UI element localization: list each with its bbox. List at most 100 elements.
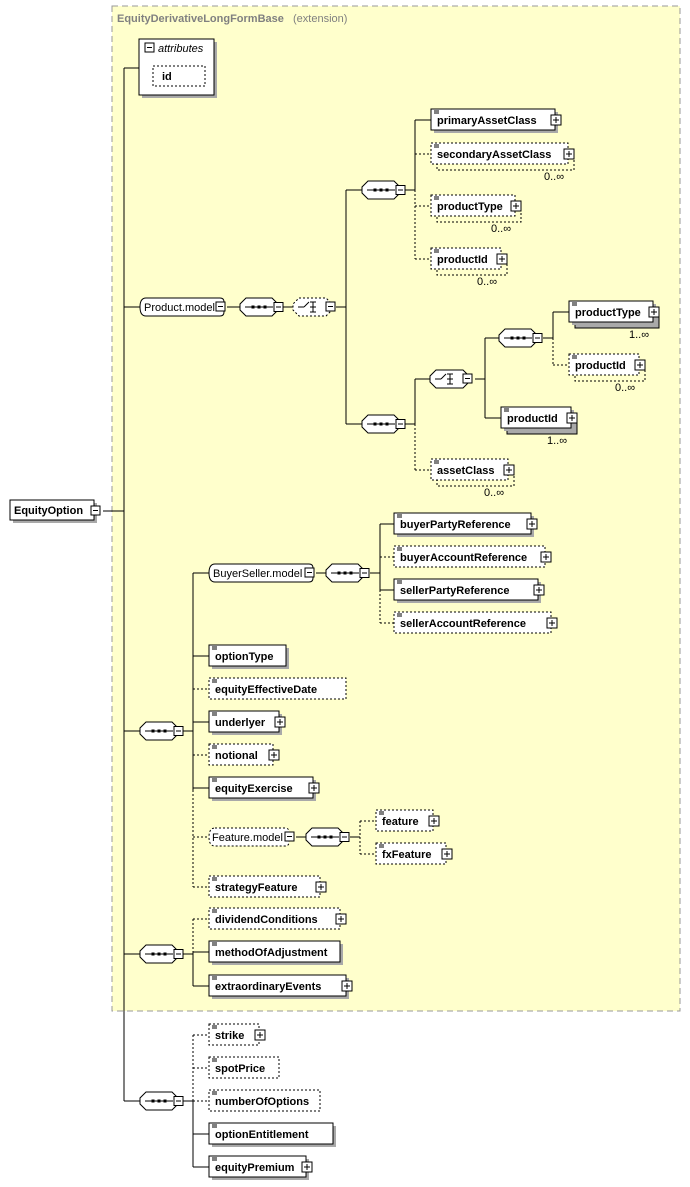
collapse-sequence-icon[interactable] xyxy=(339,832,350,842)
collapse-sequence-icon[interactable] xyxy=(532,333,543,343)
expand-icon[interactable] xyxy=(301,1161,313,1173)
collapse-choice-icon[interactable] xyxy=(325,301,336,312)
element-label: numberOfOptions xyxy=(215,1096,309,1108)
collapse-sequence-icon[interactable] xyxy=(173,726,184,736)
expand-icon[interactable] xyxy=(566,412,578,424)
element-label: methodOfAdjustment xyxy=(215,947,328,959)
expand-icon[interactable] xyxy=(428,815,440,827)
collapse-sequence-icon[interactable] xyxy=(173,1096,184,1106)
element-equity-effective-date[interactable]: equityEffectiveDate xyxy=(208,677,347,700)
attribute-id-box[interactable] xyxy=(152,65,206,87)
expand-icon[interactable] xyxy=(533,584,545,596)
element-strike[interactable]: strike xyxy=(208,1023,266,1046)
expand-icon[interactable] xyxy=(550,114,562,126)
expand-icon[interactable] xyxy=(315,881,327,893)
element-label: sellerPartyReference xyxy=(400,585,509,597)
attribute-id-label: id xyxy=(162,71,172,83)
collapse-choice-inner-icon[interactable] xyxy=(462,373,473,384)
cardinality-label: 1..∞ xyxy=(629,329,649,341)
collapse-feature-model-icon[interactable] xyxy=(284,831,295,842)
sequence-pricing[interactable] xyxy=(139,1091,184,1111)
expand-icon[interactable] xyxy=(496,253,508,265)
element-equity-premium[interactable]: equityPremium xyxy=(208,1155,313,1180)
element-underlyer[interactable]: underlyer xyxy=(208,710,286,735)
element-equity-exercise[interactable]: equityExercise xyxy=(208,776,320,801)
element-label: strategyFeature xyxy=(215,882,298,894)
choice-compositor-inner[interactable] xyxy=(429,369,473,389)
root-element-equity-option[interactable]: EquityOption xyxy=(9,499,101,523)
cardinality-label: 0..∞ xyxy=(615,382,635,394)
collapse-sequence-icon[interactable] xyxy=(395,185,406,195)
expand-icon[interactable] xyxy=(441,848,453,860)
cardinality-label: 0..∞ xyxy=(477,276,497,288)
expand-icon[interactable] xyxy=(254,1029,266,1041)
group-ref-feature-model[interactable]: Feature.model xyxy=(208,827,295,847)
expand-icon[interactable] xyxy=(274,716,286,728)
expand-icon[interactable] xyxy=(510,200,522,212)
expand-icon[interactable] xyxy=(563,148,575,160)
element-label: primaryAssetClass xyxy=(437,115,537,127)
expand-icon[interactable] xyxy=(546,617,558,629)
choice-compositor[interactable] xyxy=(292,297,336,317)
element-strategy-feature[interactable]: strategyFeature xyxy=(208,875,327,898)
element-option-type[interactable]: optionType xyxy=(208,644,289,669)
collapse-buyer-seller-icon[interactable] xyxy=(304,567,315,578)
collapse-sequence-icon[interactable] xyxy=(273,302,284,312)
collapse-root-icon[interactable] xyxy=(90,505,101,516)
element-spot-price[interactable]: spotPrice xyxy=(208,1056,280,1079)
element-number-of-options[interactable]: numberOfOptions xyxy=(208,1089,321,1112)
element-method-of-adjustment[interactable]: methodOfAdjustment xyxy=(208,940,343,965)
attributes-label: attributes xyxy=(158,43,204,55)
expand-icon[interactable] xyxy=(648,306,660,318)
group-ref-product-model[interactable]: Product.model xyxy=(139,297,226,317)
element-primary-asset-class[interactable]: primaryAssetClass xyxy=(430,108,562,133)
sequence-feature-model[interactable] xyxy=(305,827,350,847)
element-label: equityExercise xyxy=(215,783,293,795)
sequence-product-seq2[interactable] xyxy=(361,414,406,434)
collapse-sequence-icon[interactable] xyxy=(359,568,370,578)
collapse-product-model-icon[interactable] xyxy=(215,301,226,312)
sequence-product-seq1[interactable] xyxy=(361,180,406,200)
element-option-entitlement[interactable]: optionEntitlement xyxy=(208,1122,336,1147)
collapse-sequence-icon[interactable] xyxy=(173,949,184,959)
element-fx-feature[interactable]: fxFeature xyxy=(375,842,453,865)
element-notional[interactable]: notional xyxy=(208,743,280,766)
element-buyer-party-reference[interactable]: buyerPartyReference xyxy=(393,512,538,537)
element-label: equityPremium xyxy=(215,1162,295,1174)
element-label: secondaryAssetClass xyxy=(437,149,551,161)
expand-icon[interactable] xyxy=(503,464,515,476)
expand-icon[interactable] xyxy=(335,913,347,925)
sequence-main[interactable] xyxy=(139,721,184,741)
expand-icon[interactable] xyxy=(268,749,280,761)
element-seller-party-reference[interactable]: sellerPartyReference xyxy=(393,578,545,603)
group-ref-buyer-seller-model[interactable]: BuyerSeller.model xyxy=(208,563,315,583)
element-dividend-conditions[interactable]: dividendConditions xyxy=(208,907,347,930)
element-label: buyerAccountReference xyxy=(400,552,527,564)
element-label: sellerAccountReference xyxy=(400,618,526,630)
element-extraordinary-events[interactable]: extraordinaryEvents xyxy=(208,974,353,999)
expand-icon[interactable] xyxy=(526,518,538,530)
expand-icon[interactable] xyxy=(540,551,552,563)
expand-icon[interactable] xyxy=(341,980,353,992)
element-label: optionEntitlement xyxy=(215,1129,309,1141)
expand-icon[interactable] xyxy=(634,359,646,371)
element-seller-account-reference[interactable]: sellerAccountReference xyxy=(393,611,558,634)
element-feature[interactable]: feature xyxy=(375,809,440,832)
sequence-product-inner[interactable] xyxy=(498,328,543,348)
sequence-adjustment[interactable] xyxy=(139,944,184,964)
element-label: optionType xyxy=(215,651,273,663)
expand-icon[interactable] xyxy=(308,782,320,794)
collapse-sequence-icon[interactable] xyxy=(395,419,406,429)
extension-title: EquityDerivativeLongFormBase xyxy=(117,13,284,25)
sequence-product-model[interactable] xyxy=(239,297,284,317)
element-buyer-account-reference[interactable]: buyerAccountReference xyxy=(393,545,552,568)
sequence-buyer-seller[interactable] xyxy=(325,563,370,583)
